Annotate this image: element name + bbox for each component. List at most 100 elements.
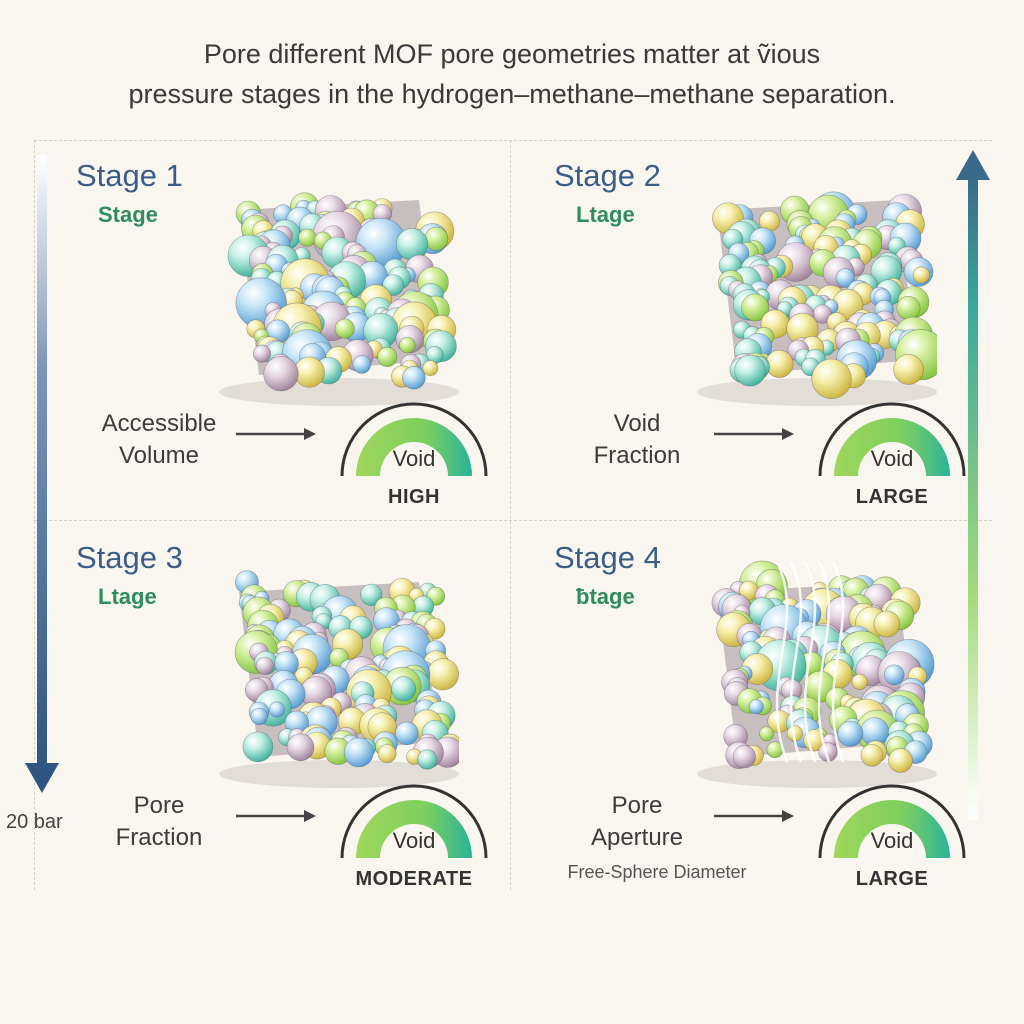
gauge-label: Void	[871, 828, 914, 853]
gauge-label: Void	[871, 446, 914, 471]
metric-line-2: Fraction	[115, 824, 203, 851]
atom-sphere	[293, 356, 325, 388]
grid-middle-line	[34, 520, 992, 521]
gauge-fill	[834, 418, 950, 476]
gauge-fill	[834, 800, 950, 858]
level-label: LARGE	[855, 486, 929, 508]
atom-sphere	[391, 676, 417, 702]
atom-sphere	[334, 318, 355, 339]
pressure-up-arrow	[956, 150, 990, 820]
grid-left-line	[34, 140, 35, 890]
stage-subtitle: ƀtage	[576, 584, 635, 609]
pore-channel-strand	[831, 561, 845, 763]
pore-channel-strand	[789, 561, 803, 763]
atom-sphere	[360, 583, 383, 606]
atom-sphere	[402, 366, 426, 390]
cube-shadow	[219, 760, 459, 788]
gauge-label: Void	[393, 828, 436, 853]
gauge-frame	[340, 402, 488, 477]
atom-sphere	[732, 745, 756, 769]
grid-top-line	[34, 140, 992, 141]
stage-title: Stage 4	[554, 540, 661, 575]
mof-cube-illustration	[697, 560, 937, 788]
metric-line-2: Volume	[118, 442, 200, 469]
arrow-right-icon	[236, 810, 316, 822]
mof-cube-illustration	[697, 191, 937, 406]
atom-sphere	[268, 701, 285, 718]
atom-sphere	[765, 349, 794, 378]
atom-sphere	[896, 296, 921, 321]
stage-title: Stage 1	[76, 158, 183, 193]
atom-sphere	[399, 336, 416, 354]
metric-note: Free-Sphere Diameter	[567, 862, 747, 882]
atom-sphere	[417, 749, 438, 770]
atom-sphere	[352, 355, 372, 374]
atom-sphere	[343, 737, 374, 768]
atom-sphere	[422, 360, 439, 376]
metric-line-1: Void	[613, 410, 661, 437]
metric-label: Pore Aperture	[552, 790, 722, 854]
atom-sphere	[242, 731, 274, 763]
atom-sphere	[837, 720, 864, 747]
atom-sphere	[883, 664, 905, 686]
gauge-frame	[818, 784, 966, 859]
mof-cube-illustration	[219, 570, 459, 788]
stage-panel-2: Stage 2 Ltage Void Fraction Void LARGE	[512, 140, 982, 515]
arrow-right-icon	[714, 810, 794, 822]
void-gauge-icon: Void	[818, 784, 966, 859]
atom-sphere	[298, 228, 317, 247]
gauge-fill	[356, 800, 472, 858]
diagram-title: Pore different MOF pore geometries matte…	[0, 34, 1024, 114]
stage-panel-3: Stage 3 Ltage Pore Fraction Void MODERAT…	[34, 522, 504, 897]
metric-line-2: Aperture	[590, 824, 684, 851]
mof-cube-illustration	[219, 192, 459, 406]
atom-sphere	[377, 744, 397, 764]
atom-sphere	[424, 226, 449, 251]
pore-channel-strand	[775, 561, 789, 763]
atom-sphere	[860, 743, 884, 767]
atom-sphere	[759, 726, 774, 742]
title-line-1: Pore different MOF pore geometries matte…	[203, 39, 821, 69]
stage-subtitle: Ltage	[576, 202, 635, 227]
pore-channel-strand	[803, 561, 817, 763]
void-gauge-icon: Void	[340, 784, 488, 859]
atom-sphere	[395, 721, 419, 746]
atom-sphere	[835, 268, 856, 288]
title-line-2: pressure stages in the hydrogen–methane–…	[128, 79, 896, 109]
atom-sphere	[912, 266, 930, 284]
arrow-right-icon	[236, 428, 316, 440]
atom-sphere	[741, 293, 770, 322]
arrow-right-icon	[714, 428, 794, 440]
atom-sphere	[427, 658, 459, 691]
stage-panel-1: Stage 1 Stage Accessible Volume Void HIG…	[34, 140, 504, 515]
atom-sphere	[252, 344, 271, 363]
level-label: MODERATE	[355, 868, 473, 890]
metric-label: Void Fraction	[552, 408, 722, 472]
atom-sphere	[811, 358, 852, 399]
metric-line-1: Pore	[611, 792, 663, 819]
stage-title: Stage 3	[76, 540, 183, 575]
atom-sphere	[851, 673, 868, 690]
gauge-label: Void	[393, 446, 436, 471]
grid-center-line	[510, 140, 511, 890]
atom-sphere	[250, 707, 268, 726]
stage-title: Stage 2	[554, 158, 661, 193]
cube-shadow	[697, 760, 937, 788]
void-gauge-icon: Void	[818, 402, 966, 477]
gauge-fill	[356, 418, 472, 476]
pore-channel-strand	[817, 561, 831, 763]
metric-label: Pore Fraction	[74, 790, 244, 854]
pressure-down-arrow	[25, 155, 59, 793]
atom-sphere	[286, 733, 315, 762]
level-label: LARGE	[855, 868, 929, 890]
atom-sphere	[263, 356, 299, 392]
gauge-frame	[818, 402, 966, 477]
stage-subtitle: Ltage	[98, 584, 157, 609]
metric-line-2: Fraction	[593, 442, 681, 469]
atom-sphere	[255, 656, 274, 675]
pressure-label: 20 bar	[6, 811, 63, 833]
metric-label: Accessible Volume	[74, 408, 244, 472]
atom-sphere	[748, 699, 764, 715]
metric-line-1: Accessible	[101, 410, 217, 437]
stage-subtitle: Stage	[98, 202, 158, 227]
